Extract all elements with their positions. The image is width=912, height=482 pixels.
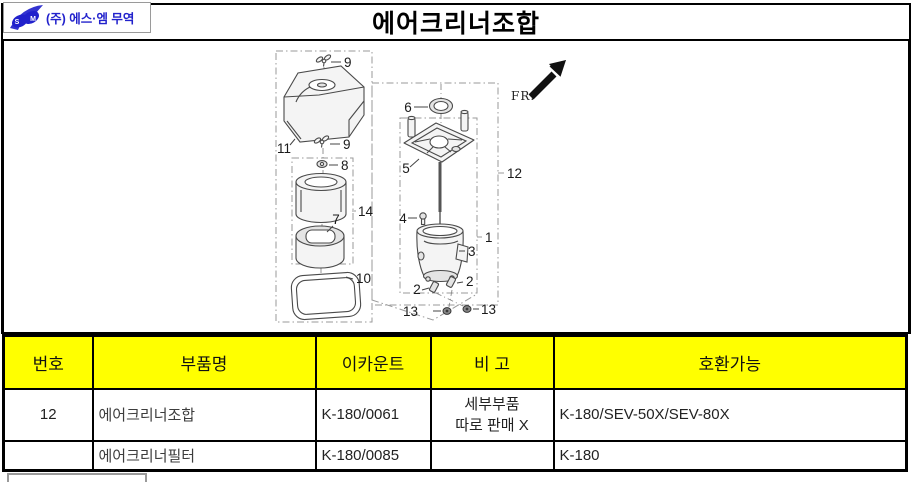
- table-header-row: 번호 부품명 이카운트 비 고 호환가능: [2, 334, 908, 390]
- cell-no: 12: [2, 387, 94, 442]
- col-header-name: 부품명: [91, 334, 317, 390]
- part-label-1: 1: [485, 230, 493, 245]
- note-line-2: 따로 판매 X: [455, 416, 529, 434]
- phantom-box-1: [399, 117, 478, 294]
- part-wing-bolt-top: [315, 54, 332, 67]
- part-cover: [283, 65, 365, 143]
- part-gasket: [290, 271, 362, 321]
- part-nut-right: [462, 305, 472, 313]
- phantom-box-12: [371, 82, 499, 306]
- part-label-13-right: 13: [481, 302, 496, 317]
- table-row: 에어크리너필터 K-180/0085 K-180: [2, 439, 908, 472]
- part-label-8: 8: [341, 158, 349, 173]
- part-label-9-mid: 9: [343, 137, 351, 152]
- part-label-12: 12: [507, 166, 522, 181]
- phantom-box-14: [291, 157, 354, 265]
- logo-letter-s: S: [15, 19, 20, 26]
- fr-arrow-icon: [528, 60, 566, 100]
- part-bolt-left: [428, 281, 440, 293]
- company-name: (주) 에스·엠 무역: [46, 12, 135, 26]
- leader-lines: [289, 61, 504, 312]
- part-label-13-left: 13: [403, 304, 418, 319]
- part-bolt-right: [445, 276, 457, 288]
- part-label-2-left: 2: [413, 282, 421, 297]
- part-label-7: 7: [332, 212, 340, 227]
- part-wing-bolt-mid: [313, 135, 330, 148]
- cell-ecount: K-180/0061: [314, 387, 432, 442]
- part-seal-ring: [428, 97, 454, 115]
- cell-note: 세부부품 따로 판매 X: [429, 387, 555, 442]
- part-label-2-right: 2: [466, 274, 474, 289]
- bolt-nut-link-2: [448, 289, 453, 308]
- logo-box: S M (주) 에스·엠 무역: [3, 2, 151, 33]
- part-base-plate: [403, 109, 475, 163]
- cell-note: [429, 439, 555, 472]
- part-label-4: 4: [399, 211, 407, 226]
- cell-compat: K-180/SEV-50X/SEV-80X: [552, 387, 908, 442]
- part-small-bolt: [419, 212, 427, 226]
- fr-direction-label: FR.: [511, 89, 535, 103]
- part-case: [416, 223, 469, 283]
- part-foam-element: [295, 172, 347, 224]
- part-label-5: 5: [402, 161, 410, 176]
- phantom-box-left: [275, 50, 373, 323]
- part-paper-element: [295, 225, 345, 269]
- cell-no: [2, 439, 94, 472]
- note-line-1: 세부부품: [464, 395, 520, 413]
- part-nut-left: [442, 307, 452, 315]
- company-logo-icon: S M: [10, 4, 43, 30]
- page-title: 에어크리너조합: [371, 10, 540, 38]
- col-header-ecount: 이카운트: [314, 334, 432, 390]
- col-header-note: 비 고: [429, 334, 555, 390]
- table-row: 12 에어크리너조합 K-180/0061 세부부품 따로 판매 X K-180…: [2, 387, 908, 442]
- part-wing-nut: [316, 160, 328, 168]
- title-bar: 에어크리너조합: [1, 3, 911, 41]
- phantom-line-bottom: [371, 293, 478, 321]
- cell-compat: K-180: [552, 439, 908, 472]
- cell-name: 에어크리너조합: [91, 387, 317, 442]
- diagram-panel: [1, 41, 911, 334]
- next-section-frame: [7, 473, 147, 482]
- part-label-3: 3: [468, 244, 476, 259]
- part-label-10: 10: [356, 271, 371, 286]
- col-header-no: 번호: [2, 334, 94, 390]
- part-label-6: 6: [404, 100, 412, 115]
- logo-letter-m: M: [30, 16, 36, 23]
- part-label-9-top: 9: [344, 55, 352, 70]
- cell-ecount: K-180/0085: [314, 439, 432, 472]
- col-header-compat: 호환가능: [552, 334, 908, 390]
- cell-name: 에어크리너필터: [91, 439, 317, 472]
- part-label-11: 11: [277, 141, 291, 156]
- bolt-nut-link-1: [435, 292, 464, 307]
- exploded-diagram: 9 11 9 8 14 7 10 6 5 12 4 1 3 2 2 13 13 …: [275, 50, 566, 323]
- parts-table: 번호 부품명 이카운트 비 고 호환가능 12 에어크리너조합 K-180/00…: [2, 334, 908, 472]
- part-label-14: 14: [358, 204, 374, 219]
